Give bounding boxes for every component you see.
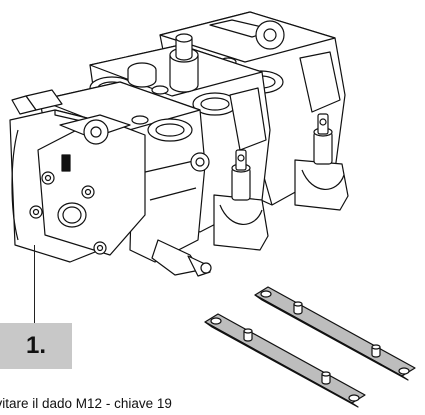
tie-rod-bar-lower (204, 313, 366, 408)
front-flange (29, 114, 146, 256)
callout-leader-line (34, 245, 35, 323)
step-number-badge: 1. (0, 323, 72, 369)
top-plug (127, 33, 199, 93)
instruction-caption: Avvitare il dado M12 - chiave 19 (0, 396, 172, 411)
tie-rod-bar-upper (254, 286, 416, 381)
relief-valve (151, 152, 212, 277)
tie-rod-bars (204, 286, 416, 408)
spool-lever-2 (294, 113, 349, 211)
step-number: 1. (25, 332, 46, 359)
spool-lever-1 (213, 149, 269, 251)
